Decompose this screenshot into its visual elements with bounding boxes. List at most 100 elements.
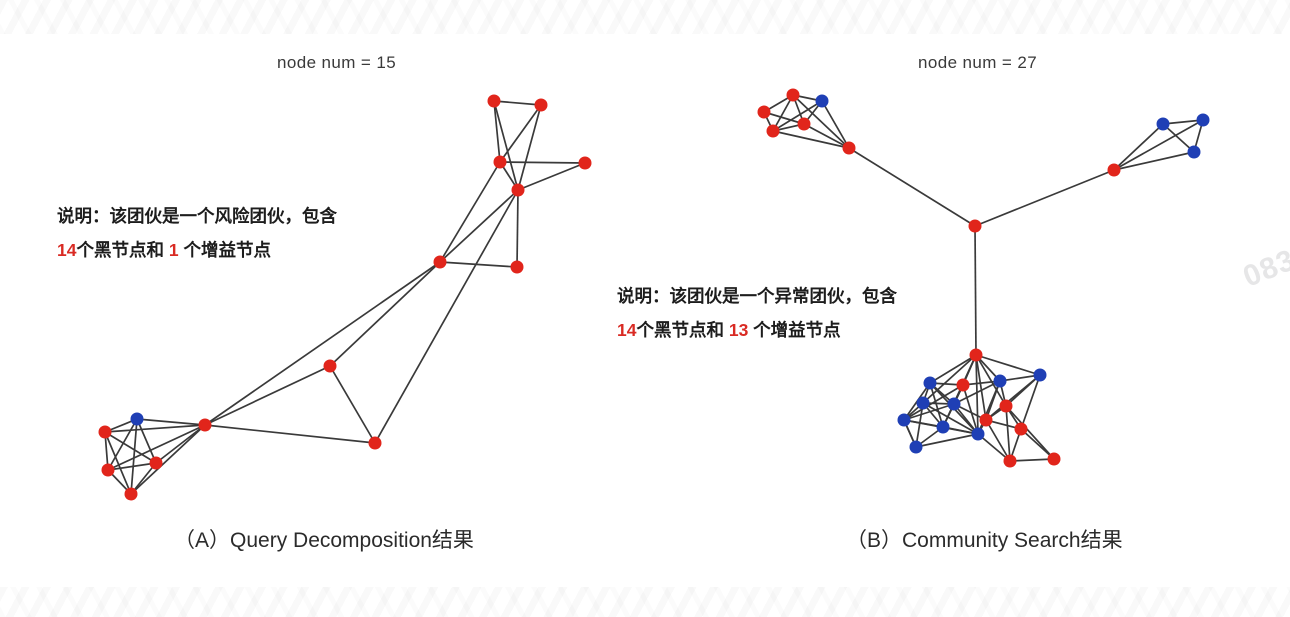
graph-edge xyxy=(499,161,586,164)
graph-edge xyxy=(915,402,924,448)
graph-edge xyxy=(929,382,944,428)
graph-edge xyxy=(136,418,157,464)
graph-edge xyxy=(516,189,519,268)
black-node[interactable] xyxy=(124,487,138,501)
black-node[interactable] xyxy=(968,219,982,233)
graph-edge xyxy=(1020,374,1041,430)
graph-edge xyxy=(975,354,979,435)
annotation-note-b-line1: 说明：该团伙是一个异常团伙，包含 xyxy=(617,286,897,306)
graph-edge xyxy=(439,189,519,263)
gain-node[interactable] xyxy=(1196,113,1210,127)
black-node[interactable] xyxy=(757,105,771,119)
graph-edge xyxy=(803,123,850,149)
graph-edge xyxy=(517,162,586,191)
graph-edge xyxy=(517,104,542,191)
black-node[interactable] xyxy=(956,378,970,392)
graph-edge xyxy=(763,111,805,125)
gain-node[interactable] xyxy=(130,412,144,426)
node-num-label-a: node num = 15 xyxy=(277,53,397,72)
graph-edge xyxy=(792,94,850,149)
black-node[interactable] xyxy=(510,260,524,274)
annotation-note-a-line1: 说明：该团伙是一个风险团伙，包含 xyxy=(57,206,337,226)
black-node[interactable] xyxy=(1014,422,1028,436)
gain-node[interactable] xyxy=(1156,117,1170,131)
black-node[interactable] xyxy=(766,124,780,138)
black-node[interactable] xyxy=(511,183,525,197)
graph-edge xyxy=(1113,123,1164,171)
black-node[interactable] xyxy=(578,156,592,170)
gain-node[interactable] xyxy=(897,413,911,427)
graph-edge xyxy=(985,419,1011,462)
edge-group-B xyxy=(763,94,1204,462)
black-node-count-a: 14 xyxy=(57,240,77,260)
graph-edge xyxy=(999,374,1041,382)
black-node[interactable] xyxy=(98,425,112,439)
black-node[interactable] xyxy=(433,255,447,269)
black-node-count-b: 14 xyxy=(617,320,637,340)
black-node[interactable] xyxy=(1107,163,1121,177)
graph-edge xyxy=(1162,119,1204,125)
graph-edge xyxy=(374,189,519,444)
black-node[interactable] xyxy=(969,348,983,362)
graph-edge xyxy=(1009,458,1055,462)
black-node[interactable] xyxy=(1003,454,1017,468)
graph-edge xyxy=(204,261,441,426)
gain-node[interactable] xyxy=(936,420,950,434)
black-node[interactable] xyxy=(534,98,548,112)
graph-edge xyxy=(130,424,206,495)
edge-group-A xyxy=(104,100,586,495)
graph-edge xyxy=(975,354,1007,407)
graph-edge xyxy=(975,354,1041,376)
panel-caption-b: （B）Community Search结果 xyxy=(846,529,1123,552)
gain-node[interactable] xyxy=(971,427,985,441)
graph-edge xyxy=(985,374,1041,421)
graph-edge xyxy=(922,402,979,435)
graph-edge xyxy=(903,403,955,421)
gain-node[interactable] xyxy=(1033,368,1047,382)
black-node[interactable] xyxy=(1047,452,1061,466)
graph-edge xyxy=(136,418,206,426)
graph-edge xyxy=(772,94,794,132)
graph-edge xyxy=(493,100,542,106)
annotation-note-a-suffix: 个增益节点 xyxy=(178,240,271,260)
graph-edge xyxy=(1020,428,1055,460)
black-node[interactable] xyxy=(493,155,507,169)
graph-edge xyxy=(329,261,441,367)
black-node[interactable] xyxy=(368,436,382,450)
graph-edge xyxy=(977,380,1001,435)
black-node[interactable] xyxy=(198,418,212,432)
gain-node[interactable] xyxy=(916,396,930,410)
black-node[interactable] xyxy=(979,413,993,427)
gain-node[interactable] xyxy=(993,374,1007,388)
gain-node[interactable] xyxy=(1187,145,1201,159)
black-node[interactable] xyxy=(999,399,1013,413)
black-node[interactable] xyxy=(101,463,115,477)
graph-edge xyxy=(329,365,376,444)
node-group-B xyxy=(757,88,1210,468)
black-node[interactable] xyxy=(149,456,163,470)
gain-node[interactable] xyxy=(947,397,961,411)
gain-node[interactable] xyxy=(923,376,937,390)
gain-node[interactable] xyxy=(815,94,829,108)
node-num-label-b: node num = 27 xyxy=(918,53,1038,72)
black-node[interactable] xyxy=(323,359,337,373)
graph-edge xyxy=(204,365,331,426)
graph-edge xyxy=(1113,151,1195,171)
graph-edge xyxy=(974,169,1115,227)
node-group-A xyxy=(98,94,592,501)
black-node[interactable] xyxy=(797,117,811,131)
black-node[interactable] xyxy=(487,94,501,108)
gain-node-count-b: 13 xyxy=(728,320,749,340)
graph-edge xyxy=(204,424,376,444)
graph-edge xyxy=(975,354,987,421)
graph-edge xyxy=(1005,405,1055,460)
black-node[interactable] xyxy=(842,141,856,155)
graph-edge xyxy=(439,161,501,263)
panel-caption-a: （A）Query Decomposition结果 xyxy=(174,529,474,552)
black-node[interactable] xyxy=(786,88,800,102)
graph-edge xyxy=(107,462,157,471)
gain-node[interactable] xyxy=(909,440,923,454)
annotation-note-a-line2: 14个黑节点和 1 个增益节点 xyxy=(57,233,337,267)
